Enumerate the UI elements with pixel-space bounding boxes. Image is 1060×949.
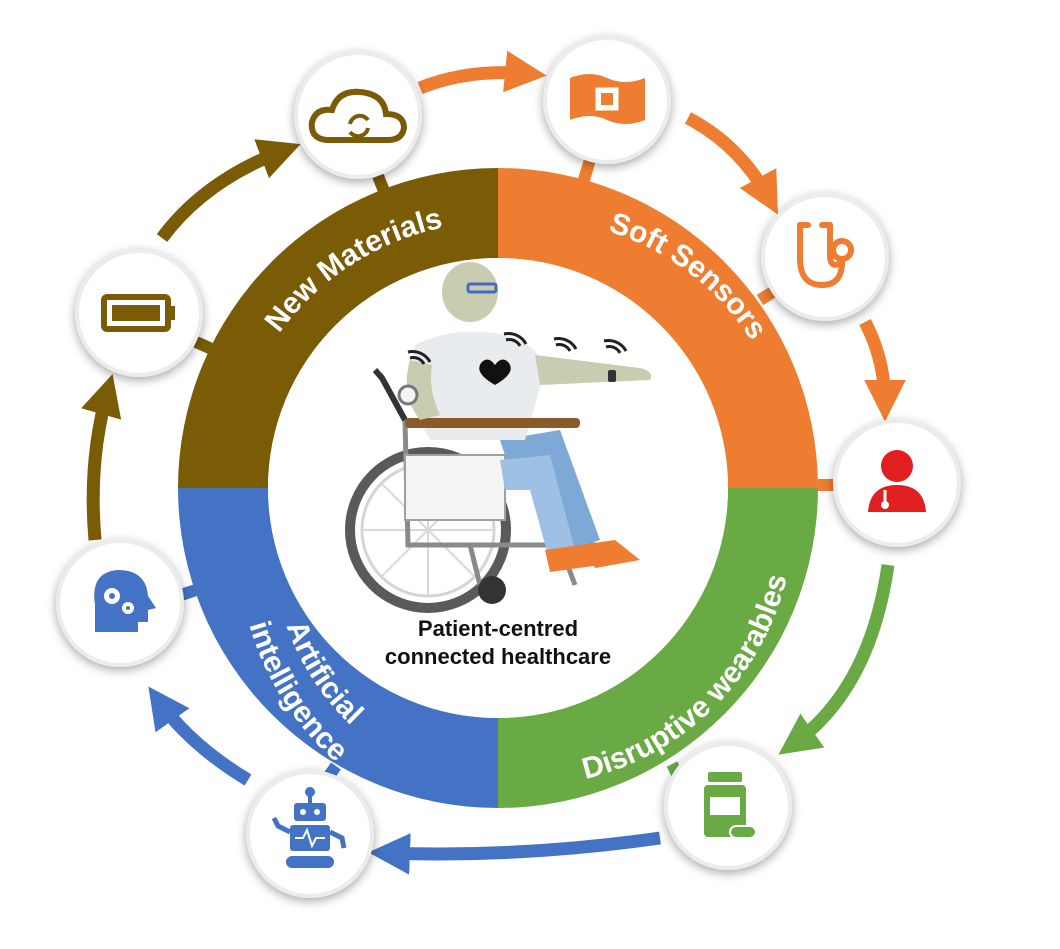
battery-icon [101,294,175,332]
node-battery [75,249,203,377]
arrow-orange-right-2 [859,318,906,422]
arrow-green [778,564,895,755]
brain-gears-icon [94,570,156,632]
node-stethoscope [761,193,889,321]
center-title-line1: Patient-centred [418,616,578,641]
node-robot [246,770,374,898]
stethoscope-icon [797,222,854,289]
arrow-brown-left [81,373,122,541]
arrow-blue-bottom [368,831,661,875]
segment-disruptive-wearables [498,488,818,808]
icon-nodes [56,36,961,898]
robot-icon [271,787,347,868]
segment-new-materials [178,168,498,488]
doctor-icon [868,450,926,512]
node-flexible-chip [543,36,671,164]
node-cloud-sync [294,51,422,179]
arrow-brown-top [156,139,301,242]
node-doctor [833,419,961,547]
cycle-arrows [81,50,906,875]
segment-artificial-intelligence [178,488,498,808]
arrow-orange-top [417,50,547,95]
arrow-orange-right-1 [684,112,778,215]
segment-soft-sensors [498,168,818,488]
arrow-blue-left [148,686,252,786]
patient-wheelchair-illustration [345,262,652,613]
cloud-sync-icon [308,88,408,143]
node-brain-gears [56,539,184,667]
center-title-line2: connected healthcare [385,644,611,669]
node-medicine [664,742,792,870]
flexible-chip-icon [570,74,645,124]
medicine-bottle-icon [704,772,757,839]
